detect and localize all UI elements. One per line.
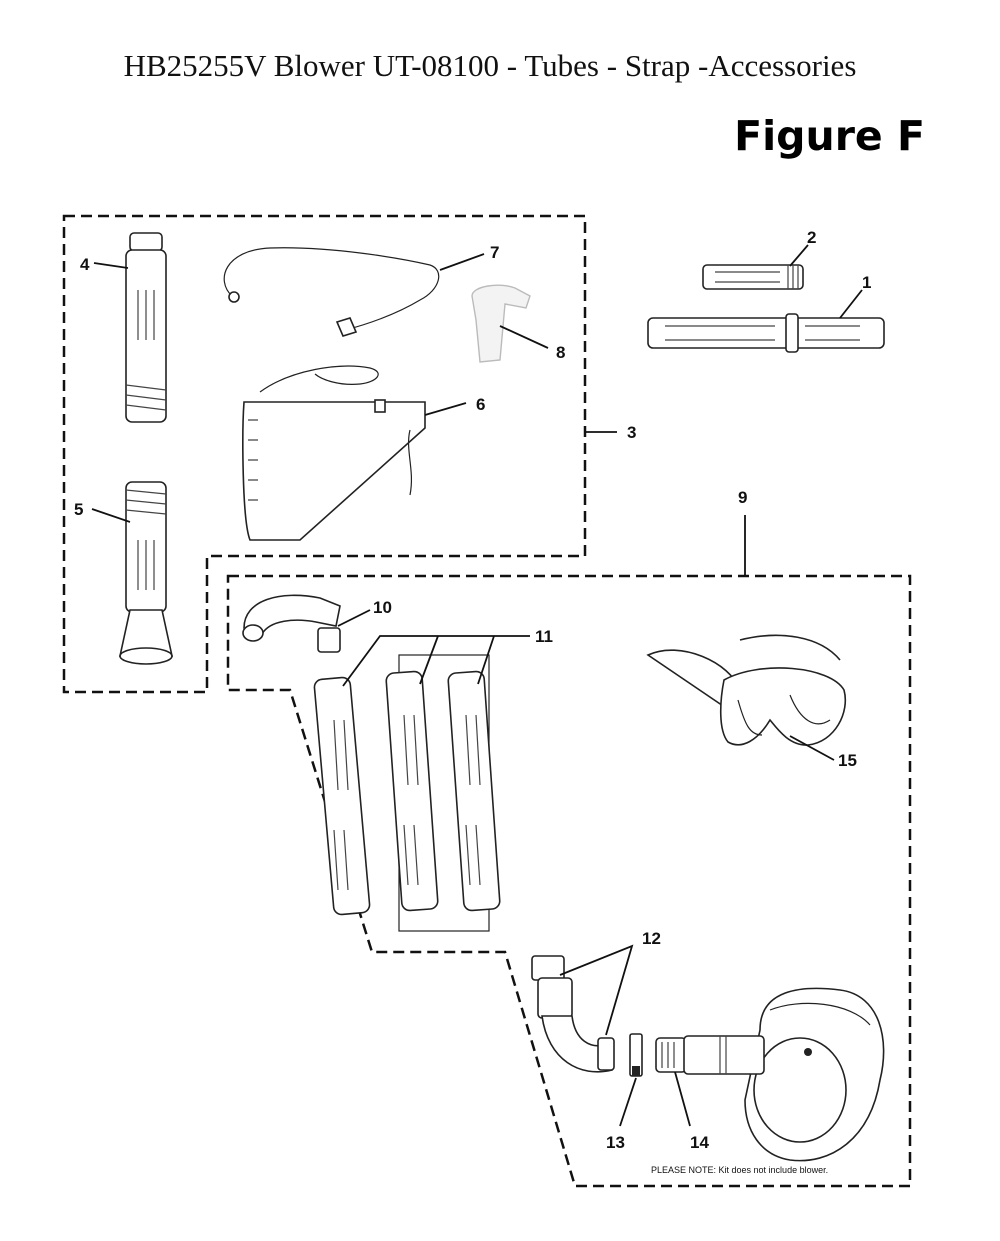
callout-1: 1	[862, 273, 871, 292]
page-title: HB25255V Blower UT-08100 - Tubes - Strap…	[123, 48, 857, 83]
callout-8: 8	[556, 343, 565, 362]
leader-1	[839, 289, 863, 319]
leader-14	[674, 1071, 691, 1127]
leader-15	[789, 735, 835, 761]
elbow-part-8	[471, 284, 531, 363]
kit-3-boundary	[62, 214, 587, 694]
callout-14: 14	[690, 1133, 709, 1152]
extension-tube-a	[313, 676, 371, 916]
leader-11	[342, 635, 530, 687]
tube-part-2	[702, 264, 804, 290]
callout-12: 12	[642, 929, 661, 948]
figure-label: Figure F	[734, 112, 925, 160]
leader-2	[789, 244, 809, 267]
callout-5: 5	[74, 500, 83, 519]
callout-13: 13	[606, 1133, 625, 1152]
leader-6	[424, 402, 467, 416]
blower-illustration	[744, 987, 885, 1162]
bag-part-6	[242, 365, 426, 541]
callout-15: 15	[838, 751, 857, 770]
tube-part-4	[125, 232, 167, 423]
callout-9: 9	[738, 488, 747, 507]
callout-7: 7	[490, 243, 499, 262]
leader-10	[337, 609, 371, 627]
extension-tube-c	[447, 670, 501, 912]
clamp-part-13	[629, 1033, 643, 1077]
leader-7	[439, 253, 485, 271]
callout-10: 10	[373, 598, 392, 617]
leader-8	[499, 325, 549, 349]
safety-glasses-part-15	[646, 634, 846, 746]
leader-5	[91, 508, 131, 523]
kit-note: PLEASE NOTE: Kit does not include blower…	[651, 1165, 828, 1175]
callout-11: 11	[535, 627, 553, 646]
callout-4: 4	[80, 255, 90, 274]
kit-9-boundary	[226, 574, 912, 1188]
adapter-tube-part-14	[655, 1035, 765, 1075]
callout-6: 6	[476, 395, 485, 414]
leader-13	[619, 1077, 637, 1127]
tube-part-1	[647, 313, 885, 353]
nozzle-part-5	[119, 481, 173, 665]
leader-4	[93, 262, 129, 269]
extension-tube-b	[385, 670, 439, 912]
leader-12	[559, 944, 634, 1036]
elbow-part-10	[242, 594, 341, 653]
callout-3: 3	[627, 423, 636, 442]
callout-2: 2	[807, 228, 816, 247]
extension-tubes-part-11	[313, 654, 501, 932]
curved-tube-part-12	[531, 955, 615, 1073]
strap-part-7	[223, 247, 440, 337]
